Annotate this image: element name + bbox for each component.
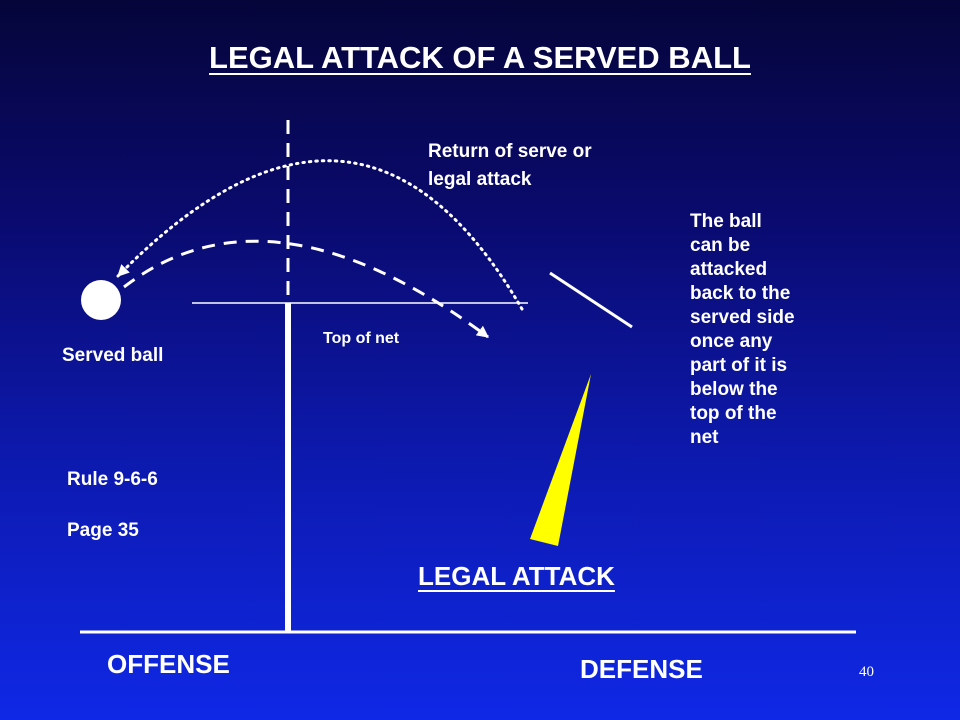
offense-label: OFFENSE — [107, 649, 230, 679]
legal-attack-label: LEGAL ATTACK — [418, 561, 615, 591]
explanation-line: attacked — [690, 259, 768, 280]
return-of-serve-label: Return of serve or legal attack — [428, 138, 592, 194]
explanation-line: top of the — [690, 403, 777, 424]
served-ball-label: Served ball — [62, 345, 164, 366]
served-trajectory-dashed-arrow — [123, 239, 489, 339]
explanation-line: net — [690, 427, 719, 448]
served-ball-icon — [81, 280, 121, 320]
top-of-net-label: Top of net — [323, 330, 400, 347]
return-of-serve-line-1: Return of serve or — [428, 141, 592, 162]
explanation-line: part of it is — [690, 355, 788, 376]
explanation-line: can be — [690, 235, 751, 256]
explanation-line: The ball — [690, 211, 762, 232]
return-of-serve-line-2: legal attack — [428, 169, 532, 190]
explanation-line: back to the — [690, 283, 791, 304]
rule-label: Rule 9-6-6 — [67, 469, 158, 490]
legal-attack-wedge — [530, 374, 591, 546]
slide-number: 40 — [859, 664, 874, 680]
explanation-line: once any — [690, 331, 773, 352]
page-reference-label: Page 35 — [67, 520, 139, 541]
explanation-line: served side — [690, 307, 795, 328]
return-trajectory-dotted-arrow — [116, 159, 524, 311]
pointer-arrow-line — [549, 271, 633, 329]
explanation-text: The ball can be attacked back to the ser… — [690, 210, 795, 450]
page-title: LEGAL ATTACK OF A SERVED BALL — [209, 40, 751, 75]
explanation-line: below the — [690, 379, 778, 400]
defense-label: DEFENSE — [580, 654, 703, 684]
